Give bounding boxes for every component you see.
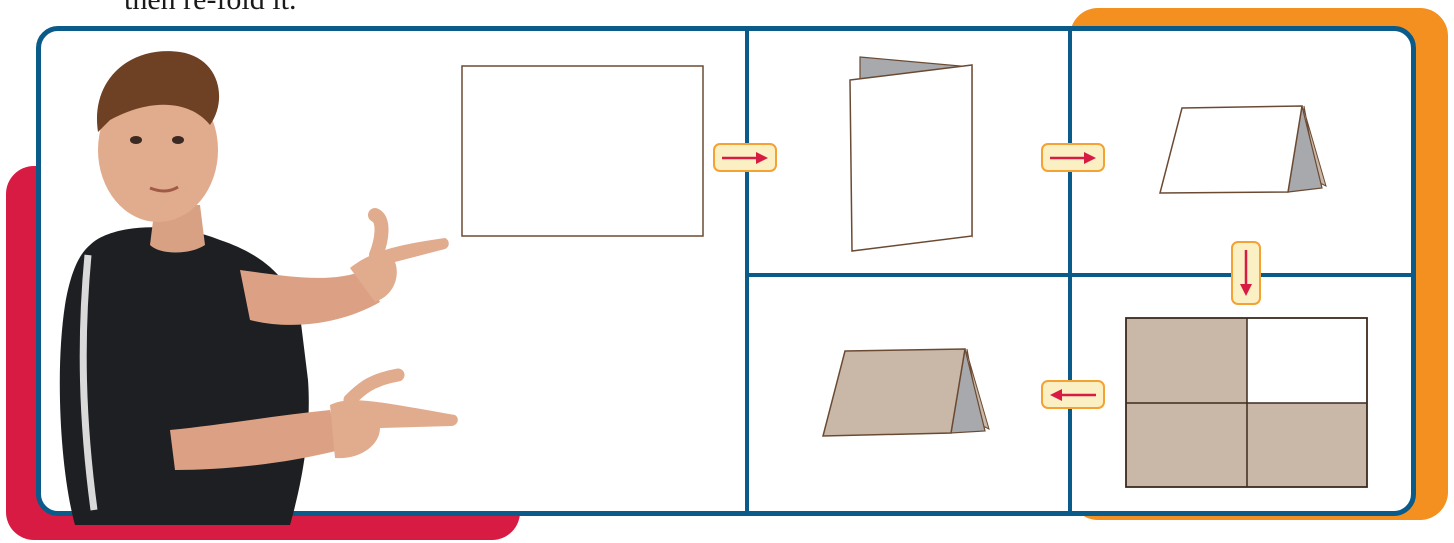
instruction-caption: then re-fold it. (124, 0, 296, 16)
shirt (59, 227, 309, 525)
arrow-step4-to-step5 (1041, 380, 1105, 409)
arrow-step1-to-step2 (713, 143, 777, 172)
upper-arm (240, 270, 380, 325)
step3-tent (1159, 105, 1327, 194)
lower-arm (170, 410, 340, 470)
divider-vertical-1 (745, 31, 749, 511)
mouth (149, 185, 179, 193)
step5-refolded-tent (822, 348, 990, 437)
arrow-left-icon (1050, 388, 1096, 401)
upper-thumb (368, 208, 389, 262)
arrow-step3-to-step4 (1231, 241, 1261, 305)
step1-flat-sheet (461, 65, 704, 237)
lower-pointing-hand (330, 400, 458, 459)
sheet-outline (461, 65, 704, 237)
divider-horizontal (745, 273, 1411, 277)
boy-pointing-photo (59, 51, 458, 525)
arrow-right-icon (722, 151, 768, 164)
refold-front (822, 348, 966, 437)
left-eye (130, 136, 142, 144)
step2-half-fold (849, 56, 973, 252)
quarter-top-left (1126, 318, 1247, 403)
face (98, 78, 218, 222)
divider-vertical-2 (1068, 31, 1072, 511)
shirt-stripe (79, 254, 98, 511)
fold-front-panel (849, 64, 973, 252)
hair (96, 51, 220, 132)
tent-front (1159, 105, 1303, 194)
arrow-step2-to-step3 (1041, 143, 1105, 172)
step4-quartered-sheet (1125, 317, 1368, 488)
quarter-bottom-left (1126, 403, 1247, 487)
quarter-bottom-right (1247, 403, 1367, 487)
quarter-top-right (1247, 318, 1367, 403)
right-eye (172, 136, 184, 144)
arrow-right-icon (1050, 151, 1096, 164)
lower-thumb (343, 368, 405, 407)
arrow-down-icon (1240, 250, 1252, 296)
